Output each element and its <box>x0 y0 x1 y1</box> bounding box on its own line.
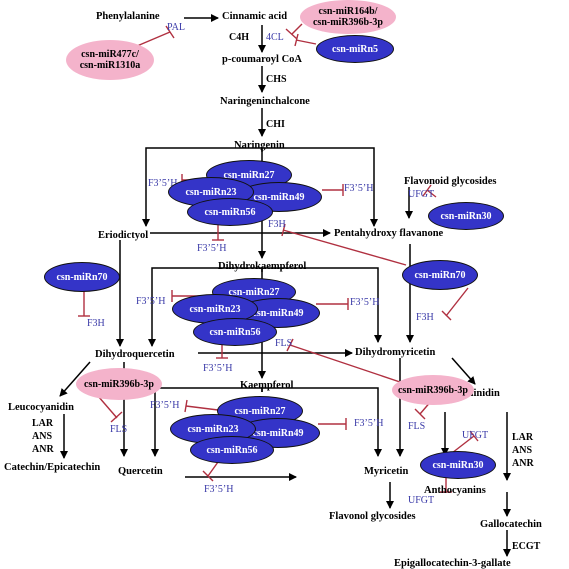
metabolite-quercetin: Quercetin <box>118 466 163 477</box>
enzyme-ufgt-2: UFGT <box>462 430 489 441</box>
enzyme-f35h-1: F3’5’H <box>148 178 178 189</box>
metabolite-dihydromyricetin: Dihydromyricetin <box>355 347 436 358</box>
enzyme-c4h: C4H <box>229 32 249 43</box>
metabolite-dihydroquercetin: Dihydroquercetin <box>95 349 175 360</box>
metabolite-catechin-epicatechin: Catechin/Epicatechin <box>4 462 101 473</box>
inhibition-lines <box>78 23 479 493</box>
metabolite-kaempferol: Kaempferol <box>240 380 294 391</box>
enzyme-f35h-4: F3’5’H <box>136 296 166 307</box>
mirna-mir396b-3p-left-oval: csn-miR396b-3p <box>76 368 162 400</box>
mirna-mir477c-label: csn-miR477c/ <box>81 49 139 60</box>
enzyme-lar-2: LAR <box>512 432 534 443</box>
enzyme-f35h-7: F3’5’H <box>150 400 180 411</box>
enzyme-f3h-3: F3H <box>416 312 434 323</box>
metabolite-flavonoid-glycosides: Flavonoid glycosides <box>404 176 497 187</box>
enzyme-ans-1: ANS <box>32 431 53 442</box>
enzyme-chs: CHS <box>266 74 287 85</box>
mirna-mirn23-label-1: csn-miRn23 <box>185 186 237 198</box>
mirna-mirn70-label-left: csn-miRn70 <box>56 271 108 283</box>
metabolite-eriodictyol: Eriodictyol <box>98 230 149 241</box>
metabolite-p-coumaroyl-coa: p-coumaroyl CoA <box>222 54 303 65</box>
mirna-mir164b-mir396b-oval: csn-miR164b/csn-miR396b-3p <box>300 0 396 34</box>
enzyme-lar-1: LAR <box>32 418 54 429</box>
mirna-mirn49-label-3: csn-miRn49 <box>252 427 304 439</box>
metabolite-phenylalanine: Phenylalanine <box>96 11 160 22</box>
mirna-mir477c-mir1310a-oval: csn-miR477c/csn-miR1310a <box>66 40 154 80</box>
mirna-mirn27-label-1: csn-miRn27 <box>223 169 275 181</box>
mirna-mirn5-oval: csn-miRn5 <box>316 35 394 63</box>
mirna-mirn49-label-2: csn-miRn49 <box>252 307 304 319</box>
enzyme-f3h-1: F3H <box>268 219 286 230</box>
mirna-mirn23-label-2: csn-miRn23 <box>189 303 241 315</box>
mirna-mirn56-oval-2: csn-miRn56 <box>193 318 277 346</box>
enzyme-anr-1: ANR <box>32 444 54 455</box>
mirna-mirn27-label-3: csn-miRn27 <box>234 405 286 417</box>
mirna-mirn30-label-2: csn-miRn30 <box>432 459 484 471</box>
enzyme-fls-3: FLS <box>408 421 426 432</box>
enzyme-fls-1: FLS <box>275 338 293 349</box>
enzyme-ufgt-1: UFGT <box>408 189 435 200</box>
enzyme-f35h-3: F3’5’H <box>197 243 227 254</box>
enzyme-ans-2: ANS <box>512 445 533 456</box>
mirna-mir396b-3p-label: csn-miR396b-3p <box>312 17 383 28</box>
enzyme-pal: PAL <box>167 22 185 33</box>
enzyme-f3h-2: F3H <box>87 318 105 329</box>
enzyme-f35h-9: F3’5’H <box>204 484 234 495</box>
mirna-mirn30-oval-2: csn-miRn30 <box>420 451 496 479</box>
mirna-mir1310a-label: csn-miR1310a <box>79 60 141 71</box>
mirna-mirn56-oval-3: csn-miRn56 <box>190 436 274 464</box>
enzyme-4cl: 4CL <box>266 32 284 43</box>
mirna-mirn70-oval-right: csn-miRn70 <box>402 260 478 290</box>
mirna-mirn27-label-2: csn-miRn27 <box>228 286 280 298</box>
mirna-mir164b-label: csn-miR164b/ <box>318 6 378 17</box>
mirna-mirn23-label-3: csn-miRn23 <box>187 423 239 435</box>
mirna-mirn56-label-3: csn-miRn56 <box>206 444 258 456</box>
metabolite-naringenin: Naringenin <box>234 140 285 151</box>
enzyme-anr-2: ANR <box>512 458 534 469</box>
mirna-mirn70-label-right: csn-miRn70 <box>414 269 466 281</box>
mirna-mirn49-label-1: csn-miRn49 <box>253 191 305 203</box>
mirna-mirn30-label-1: csn-miRn30 <box>440 210 492 222</box>
mirna-mir396b-3p-right-label: csn-miR396b-3p <box>397 384 468 396</box>
mirna-mirn56-label-2: csn-miRn56 <box>209 326 261 338</box>
enzyme-f35h-8: F3’5’H <box>354 418 384 429</box>
metabolite-naringeninchalcone: Naringeninchalcone <box>220 96 310 107</box>
mirna-mirn30-oval-1: csn-miRn30 <box>428 202 504 230</box>
mirna-mir396b-3p-left-label: csn-miR396b-3p <box>83 378 154 390</box>
mirna-mirn70-oval-left: csn-miRn70 <box>44 262 120 292</box>
metabolite-gallocatechin: Gallocatechin <box>480 519 542 530</box>
metabolite-leucocyanidin: Leucocyanidin <box>8 402 74 413</box>
enzyme-f35h-2: F3’5’H <box>344 183 374 194</box>
enzyme-f35h-6: F3’5’H <box>203 363 233 374</box>
metabolite-flavonol-glycosides: Flavonol glycosides <box>329 511 416 522</box>
enzyme-ecgt: ECGT <box>512 541 541 552</box>
enzyme-f35h-5: F3’5’H <box>350 297 380 308</box>
mirna-mir396b-3p-right-oval: csn-miR396b-3p <box>392 375 474 405</box>
metabolite-dihydrokaempferol: Dihydrokaempferol <box>218 261 307 272</box>
metabolite-pentahydroxy-flavanone: Pentahydroxy flavanone <box>334 228 444 239</box>
mirna-mirn56-label-1: csn-miRn56 <box>204 206 256 218</box>
mirna-mirn5-label: csn-miRn5 <box>331 43 379 55</box>
mirna-mirn56-oval-1: csn-miRn56 <box>187 198 273 226</box>
metabolite-anthocyanins: Anthocyanins <box>424 485 486 496</box>
enzyme-ufgt-3: UFGT <box>408 495 435 506</box>
metabolite-epigallocatechin-3-gallate: Epigallocatechin-3-gallate <box>394 558 511 569</box>
metabolite-cinnamic-acid: Cinnamic acid <box>222 11 288 22</box>
metabolite-myricetin: Myricetin <box>364 466 409 477</box>
enzyme-fls-2: FLS <box>110 424 128 435</box>
enzyme-chi: CHI <box>266 119 285 130</box>
